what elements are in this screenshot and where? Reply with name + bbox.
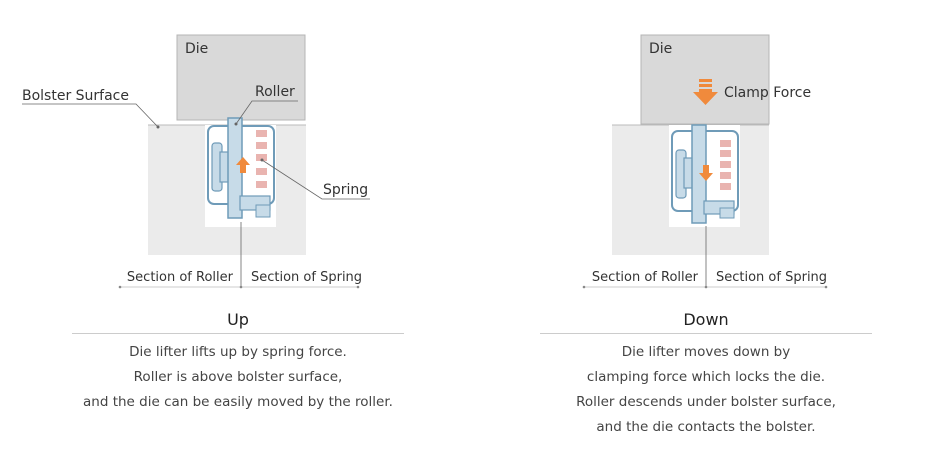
up-description: Die lifter lifts up by spring force. Rol… [72, 340, 404, 415]
up-roller-foot [255, 204, 271, 218]
down-spring [720, 140, 731, 190]
down-caption: Down Die lifter moves down by clamping f… [540, 309, 872, 440]
up-section-roller-label: Section of Roller [127, 270, 234, 285]
down-desc-line-1: Die lifter moves down by [621, 344, 791, 360]
up-desc-line-2: Roller is above bolster surface, [133, 369, 343, 385]
down-diagram: Die Clamp Force Section of Roller Sectio… [582, 34, 828, 289]
down-arrow-small-icon [699, 165, 713, 181]
clamp-force-label: Clamp Force [724, 85, 811, 101]
down-description: Die lifter moves down by clamping force … [540, 340, 872, 440]
up-spring [256, 130, 267, 188]
up-section-spring-label: Section of Spring [251, 270, 362, 285]
up-arrow-icon [236, 157, 250, 173]
up-diagram: Die Bolster Surface Roller Spring Sectio… [22, 34, 370, 289]
down-section-spring-label: Section of Spring [716, 270, 827, 285]
up-spring-label: Spring [323, 182, 368, 198]
up-die-label: Die [185, 41, 208, 57]
up-desc-line-1: Die lifter lifts up by spring force. [129, 344, 347, 360]
down-desc-line-4: and the die contacts the bolster. [596, 419, 816, 435]
up-title-rule [72, 333, 404, 334]
up-bolster-surface-label: Bolster Surface [22, 88, 129, 104]
down-roller-foot [719, 207, 735, 219]
up-spring-leader [261, 159, 370, 200]
up-bolster-leader [22, 103, 159, 128]
clamp-force-arrow-icon [693, 79, 718, 105]
up-caption: Up Die lifter lifts up by spring force. … [72, 309, 404, 415]
down-desc-line-3: Roller descends under bolster surface, [576, 394, 836, 410]
up-desc-line-3: and the die can be easily moved by the r… [83, 394, 393, 410]
up-title: Up [227, 310, 249, 329]
up-roller-leader [235, 100, 298, 125]
down-title-rule [540, 333, 872, 334]
down-desc-line-2: clamping force which locks the die. [586, 369, 826, 385]
down-title: Down [683, 310, 729, 329]
up-die-block [176, 34, 306, 121]
up-roller-label: Roller [255, 84, 295, 100]
down-die-label: Die [649, 41, 672, 57]
down-section-roller-label: Section of Roller [592, 270, 699, 285]
